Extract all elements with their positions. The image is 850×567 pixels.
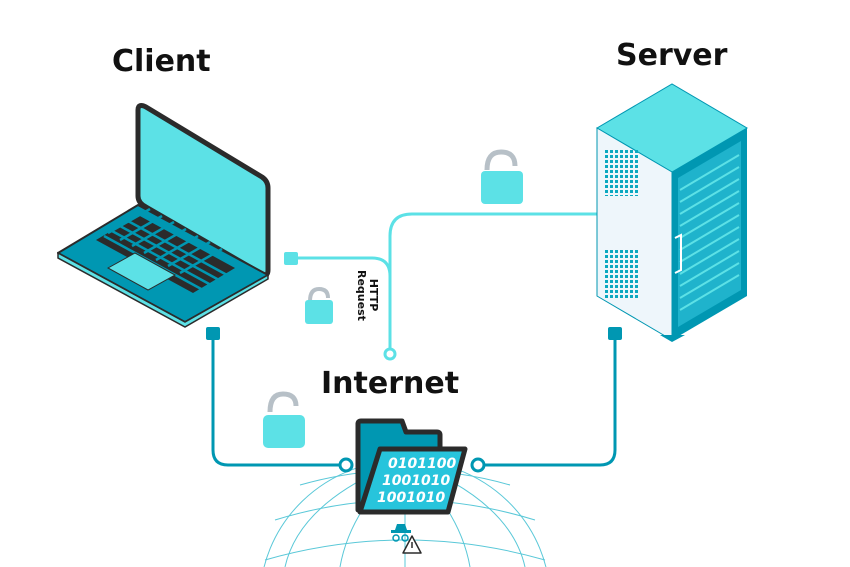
http-node	[383, 347, 397, 361]
binary-line: 0101100	[388, 456, 456, 472]
client-port	[206, 327, 220, 340]
http-label-line: HTTP	[367, 278, 380, 312]
server-port	[608, 327, 622, 340]
internet-to-server-line	[478, 337, 617, 467]
server-rack-icon	[596, 83, 748, 342]
server-label: Server	[616, 38, 728, 73]
spy-hacker-icon	[391, 524, 411, 542]
http-request-lines	[290, 212, 605, 350]
client-to-internet-line	[211, 337, 340, 467]
request-label-line: Request	[355, 270, 368, 321]
binary-line: 1001010	[382, 473, 450, 489]
left-node	[338, 457, 354, 473]
data-folder-icon: 0101100 1001010 1001010	[355, 418, 468, 515]
vent-grid-top	[605, 148, 639, 196]
connection-lines	[211, 337, 617, 467]
client-label: Client	[112, 44, 211, 79]
laptop-icon	[57, 103, 271, 328]
open-padlock-icon	[263, 391, 305, 448]
binary-line: 1001010	[377, 490, 445, 506]
open-padlock-icon	[481, 149, 523, 204]
open-padlock-icon	[305, 286, 333, 324]
right-node	[470, 457, 486, 473]
warning-triangle-icon	[402, 535, 422, 554]
internet-label: Internet	[321, 366, 460, 401]
http-request-label: HTTP Request	[355, 270, 380, 321]
vent-grid-bottom	[605, 250, 639, 300]
laptop-port	[284, 252, 298, 265]
